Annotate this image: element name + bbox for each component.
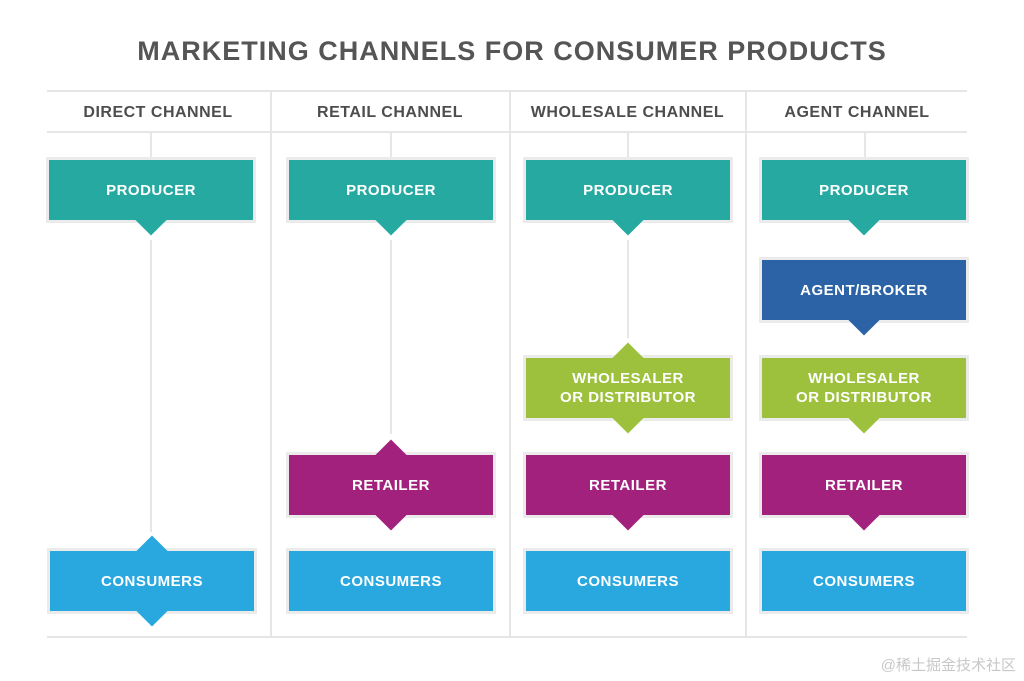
consumers-box-direct: CONSUMERS [50,551,254,611]
header-connector [150,133,152,159]
bottom-rule [47,636,967,638]
retailer-box-retail: RETAILER [289,455,493,515]
flow-connector-line [390,240,392,434]
column-header-agent: AGENT CHANNEL [784,104,930,121]
wholesaler-box-agent: WHOLESALER OR DISTRIBUTOR [762,358,966,418]
header-connector [627,133,629,159]
column-header-retail: RETAIL CHANNEL [317,104,463,121]
column-divider [509,90,511,638]
producer-box-direct: PRODUCER [49,160,253,220]
diagram-title: MARKETING CHANNELS FOR CONSUMER PRODUCTS [137,36,887,66]
producer-box-wholesale: PRODUCER [526,160,730,220]
consumers-box-retail: CONSUMERS [289,551,493,611]
producer-box-agent: PRODUCER [762,160,966,220]
column-header-direct: DIRECT CHANNEL [83,104,233,121]
column-header-wholesale: WHOLESALE CHANNEL [530,104,725,121]
consumers-box-agent: CONSUMERS [762,551,966,611]
header-top-rule [47,90,967,92]
watermark: @稀土掘金技术社区 [880,657,1016,674]
flow-connector-line [627,240,629,338]
column-divider [270,90,272,638]
retailer-box-wholesale: RETAILER [526,455,730,515]
retailer-box-agent: RETAILER [762,455,966,515]
column-divider [745,90,747,638]
producer-box-retail: PRODUCER [289,160,493,220]
wholesaler-box-wholesale: WHOLESALER OR DISTRIBUTOR [526,358,730,418]
header-bottom-rule [47,131,967,133]
consumers-box-wholesale: CONSUMERS [526,551,730,611]
agent-broker-box-agent: AGENT/BROKER [762,260,966,320]
flow-connector-line [150,240,152,532]
header-connector [390,133,392,159]
header-connector [864,133,866,159]
